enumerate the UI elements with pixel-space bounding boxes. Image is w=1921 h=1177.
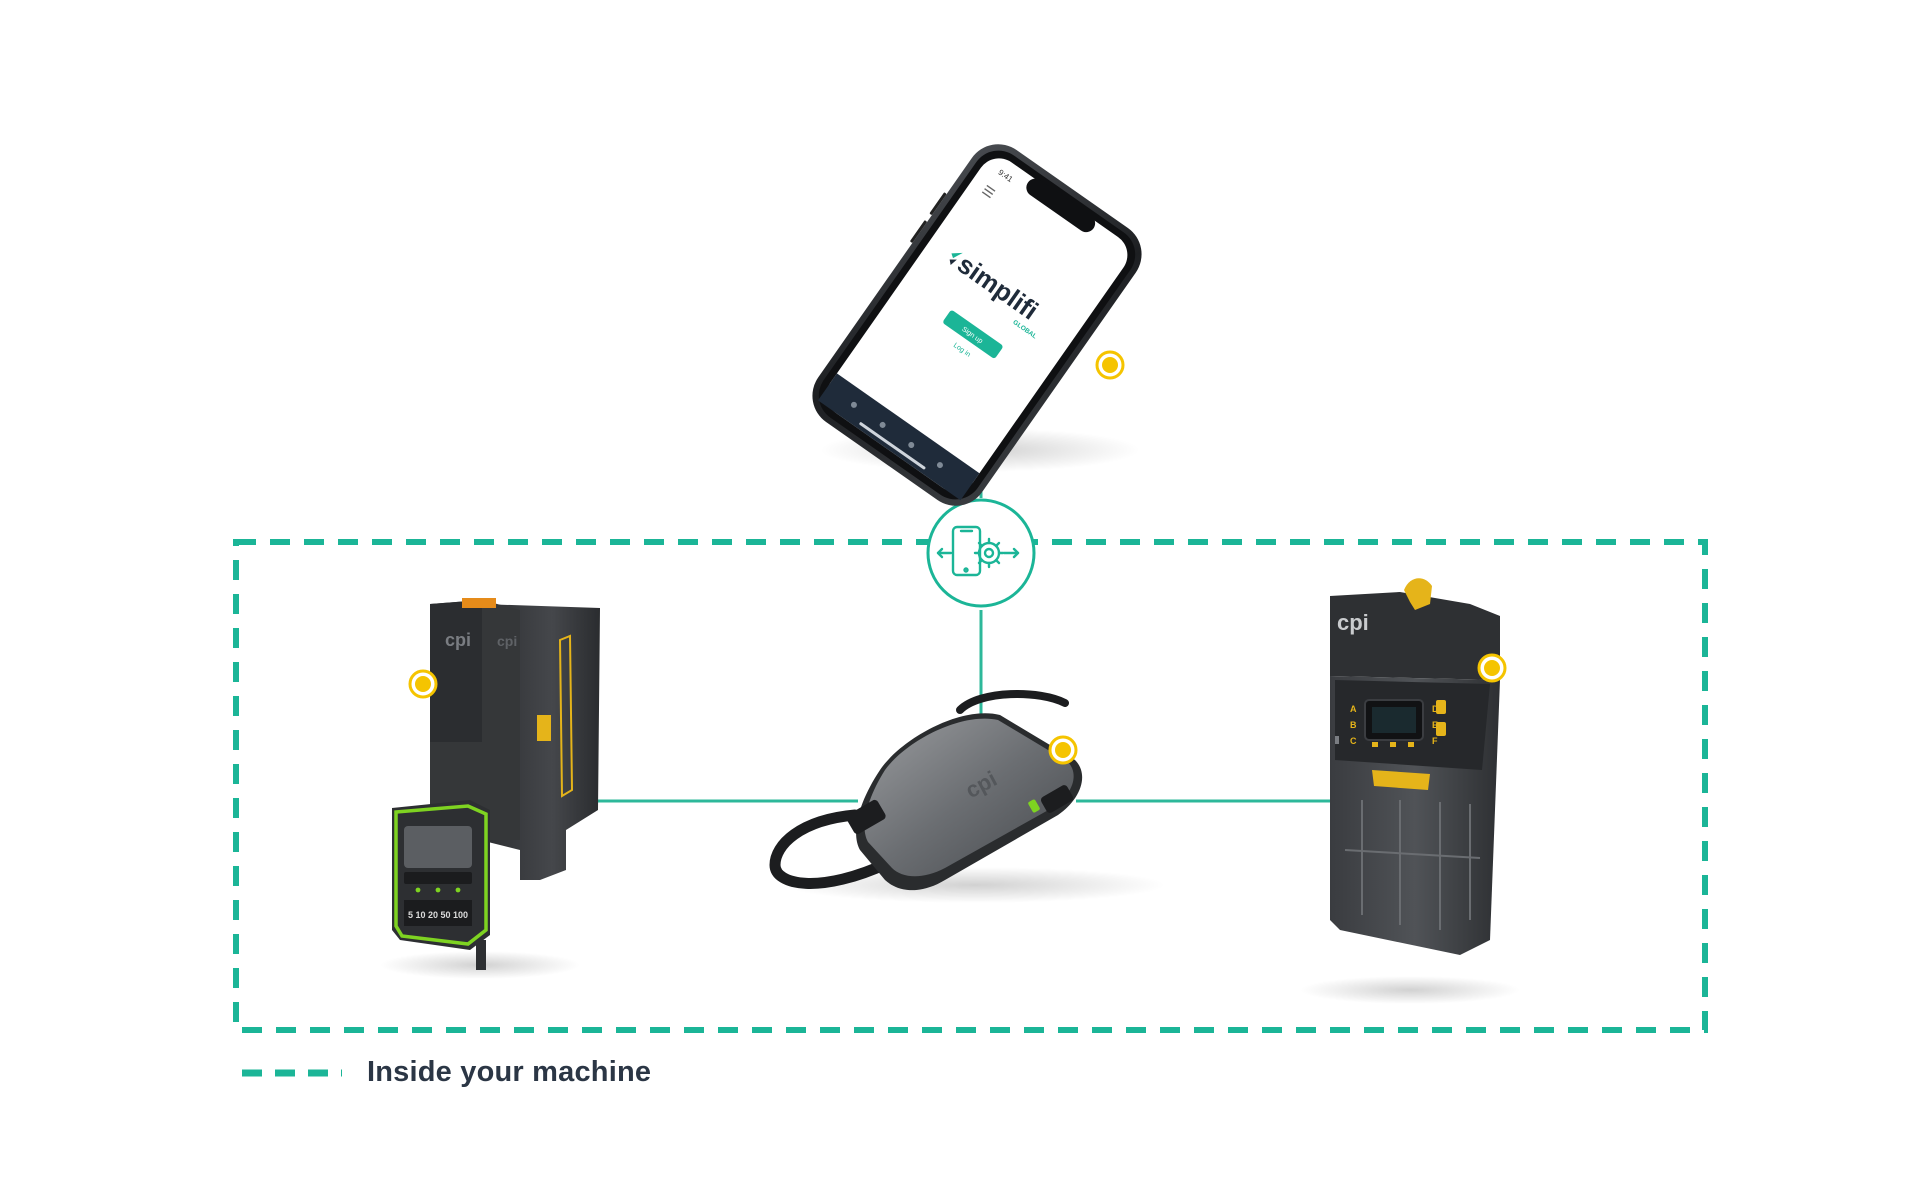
bill-validator: cpi cpi 5 10 20 50 100	[380, 598, 600, 979]
svg-text:C: C	[1350, 736, 1357, 746]
legend-label: Inside your machine	[367, 1056, 652, 1088]
phone-tab-bar	[817, 373, 980, 501]
svg-text:A: A	[1350, 704, 1357, 714]
svg-text:E: E	[1432, 720, 1438, 730]
phone-notch	[1026, 178, 1096, 233]
bill-validator-side-logo: cpi	[497, 633, 517, 649]
hub	[926, 498, 1036, 608]
adapter-status-light	[1028, 799, 1040, 813]
smartphone: 9:41 simplifi GLOBAL Sign up Log in	[812, 144, 1142, 506]
menu-icon	[981, 184, 996, 199]
phone-settings-sync-icon	[936, 525, 1020, 577]
coin-changer-keypad: A B C D E F	[1350, 704, 1439, 746]
bill-validator-latch	[537, 715, 551, 741]
coin-changer-lever	[1404, 578, 1432, 610]
machine-boundary	[233, 539, 1708, 1033]
svg-text:D: D	[1432, 704, 1439, 714]
phone-marker	[1095, 350, 1125, 380]
svg-text:F: F	[1432, 736, 1438, 746]
coin-changer-marker	[1477, 653, 1507, 683]
connectivity-adapter: cpi	[769, 689, 1165, 903]
adapter-marker	[1048, 735, 1078, 765]
coin-changer: cpi A B C D E F	[1300, 578, 1520, 1004]
status-markers	[408, 350, 1507, 765]
bill-validator-denominations: 5 10 20 50 100	[408, 910, 468, 920]
bill-validator-logo: cpi	[445, 630, 471, 650]
svg-text:B: B	[1350, 720, 1357, 730]
phone-tab-icons	[850, 401, 943, 469]
coin-changer-logo: cpi	[1337, 610, 1369, 635]
bill-validator-marker	[408, 669, 438, 699]
bill-validator-bezel	[394, 804, 488, 946]
